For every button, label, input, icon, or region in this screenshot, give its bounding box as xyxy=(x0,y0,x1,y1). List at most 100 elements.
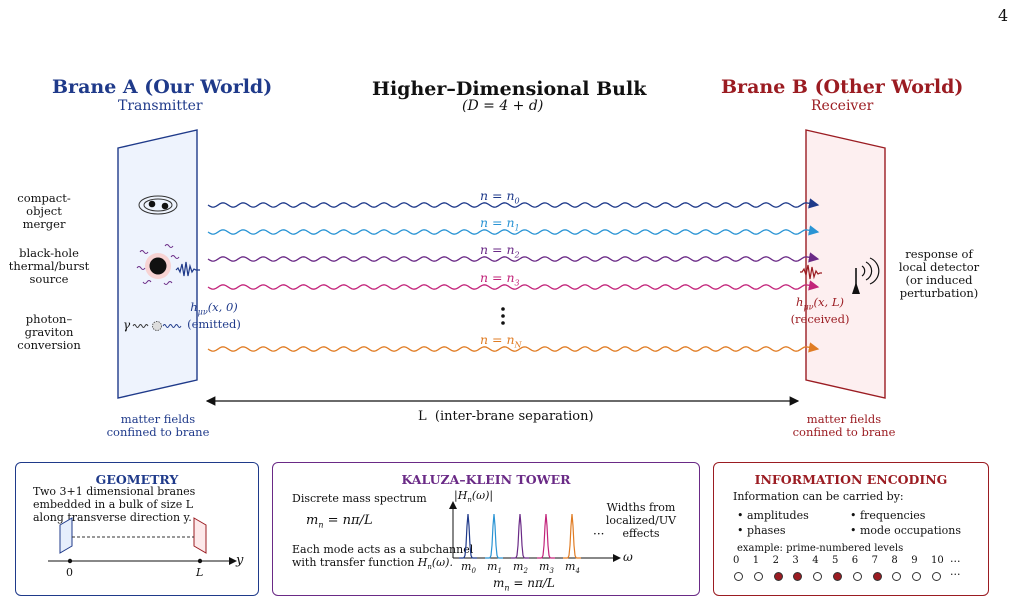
kk-plot-ylabel: |Hn(ω)| xyxy=(454,489,494,505)
mode-label: n = n2 xyxy=(480,242,520,260)
kk-plot-xlabel: ω xyxy=(623,550,633,564)
emitted-burst xyxy=(175,261,200,277)
level-number: 0 xyxy=(733,555,740,566)
received-burst xyxy=(800,264,822,280)
level-number: 1 xyxy=(752,555,760,566)
level-dot xyxy=(833,572,842,581)
info-example: example: prime-numbered levels xyxy=(737,543,904,554)
gamma-label: γ xyxy=(123,318,131,332)
page-number: 4 xyxy=(998,6,1009,25)
kk-box: KALUZA–KLEIN TOWER Discrete mass spectru… xyxy=(272,462,700,596)
black-hole-icon xyxy=(136,244,180,285)
level-number: 10 xyxy=(931,555,944,566)
kk-plot xyxy=(449,501,621,562)
level-dot xyxy=(892,572,902,581)
ellipsis-dot xyxy=(501,321,505,325)
levels-more: ··· xyxy=(950,555,961,568)
main-diagram xyxy=(117,129,886,406)
level-dot xyxy=(773,572,783,581)
level-number: 6 xyxy=(851,555,859,566)
brane-b-subtitle: Receiver xyxy=(811,98,874,114)
ellipsis-dot xyxy=(501,314,505,318)
detector-icon xyxy=(852,257,880,294)
level-dot xyxy=(793,572,803,581)
kk-peak xyxy=(537,513,555,559)
info-bullet: • frequencies xyxy=(850,509,926,522)
level-number: 2 xyxy=(772,555,779,566)
level-dot xyxy=(753,572,763,581)
mode-label: n = n0 xyxy=(480,188,520,206)
level-number: 8 xyxy=(891,555,898,566)
received-label: hμν(x, L) (received) xyxy=(790,295,850,327)
brane-a-title: Brane A (Our World) xyxy=(52,76,273,98)
level-number: 5 xyxy=(832,555,839,566)
kk-peak-label: m0 xyxy=(461,560,476,576)
kk-subchannel: Each mode acts as a subchannel with tran… xyxy=(292,543,474,572)
brane-a-subtitle: Transmitter xyxy=(118,98,203,114)
geometry-text: Two 3+1 dimensional branes embedded in a… xyxy=(33,485,196,524)
mode-label: n = n3 xyxy=(480,270,520,288)
conversion-blob xyxy=(152,321,162,331)
geometry-tick-0: 0 xyxy=(66,566,73,579)
level-number: 7 xyxy=(871,555,878,566)
geometry-axis-y: y xyxy=(236,553,244,568)
level-number: 9 xyxy=(911,555,918,566)
geometry-tick-L: L xyxy=(196,566,204,579)
kk-bottom-formula: mn = nπ/L xyxy=(493,576,555,593)
kk-peak-label: m3 xyxy=(539,560,554,576)
brane-b-title: Brane B (Other World) xyxy=(721,76,964,98)
photon-wave xyxy=(132,324,149,328)
level-dot xyxy=(852,572,862,581)
bulk-title: Higher–Dimensional Bulk xyxy=(372,78,647,100)
level-dot xyxy=(912,572,922,581)
level-number: 3 xyxy=(792,555,799,566)
mode-wave xyxy=(207,252,820,263)
brane-b-panel xyxy=(805,129,886,399)
info-bullet: • phases xyxy=(737,524,786,537)
levels-more: ··· xyxy=(950,568,961,581)
kk-peak xyxy=(563,513,581,559)
level-number: 4 xyxy=(812,555,819,566)
kk-ellipsis: ··· xyxy=(593,527,605,541)
separation-label: L (inter-brane separation) xyxy=(418,409,594,424)
mode-wave xyxy=(207,280,820,291)
geometry-box: GEOMETRY Two 3+1 dimensional branes embe… xyxy=(15,462,259,596)
mode-wave xyxy=(207,225,820,236)
kk-peak xyxy=(511,513,529,559)
mode-label: n = n1 xyxy=(480,215,520,233)
info-title: INFORMATION ENCODING xyxy=(754,472,948,487)
merger-icon xyxy=(138,195,178,215)
ellipsis-dot xyxy=(501,307,505,311)
kk-peak-label: m2 xyxy=(513,560,528,576)
kk-peak-label: m4 xyxy=(565,560,580,576)
level-dot xyxy=(932,572,941,581)
info-intro: Information can be carried by: xyxy=(733,490,904,503)
geometry-diagram xyxy=(48,517,237,565)
mode-label: n = nN xyxy=(480,332,522,350)
mode-wave xyxy=(207,198,820,209)
emitted-label: hμν(x, 0) (emitted) xyxy=(187,300,241,332)
kk-spectrum-label: Discrete mass spectrum xyxy=(292,492,427,505)
bulk-subtitle: (D = 4 + d) xyxy=(462,98,544,114)
kk-peak xyxy=(485,513,503,559)
info-bullet: • mode occupations xyxy=(850,524,962,537)
geometry-title: GEOMETRY xyxy=(95,472,179,487)
graviton-wave xyxy=(162,324,182,328)
kk-peak xyxy=(459,513,477,559)
mode-wave xyxy=(207,342,820,353)
level-dot xyxy=(734,572,743,581)
level-dot xyxy=(813,572,823,581)
info-bullet: • amplitudes xyxy=(737,509,809,522)
info-box: INFORMATION ENCODING Information can be … xyxy=(713,462,989,596)
kk-title: KALUZA–KLEIN TOWER xyxy=(401,472,571,487)
level-dot xyxy=(872,572,882,581)
kk-peak-label: m1 xyxy=(487,560,502,576)
kk-formula: mn = nπ/L xyxy=(306,513,373,530)
